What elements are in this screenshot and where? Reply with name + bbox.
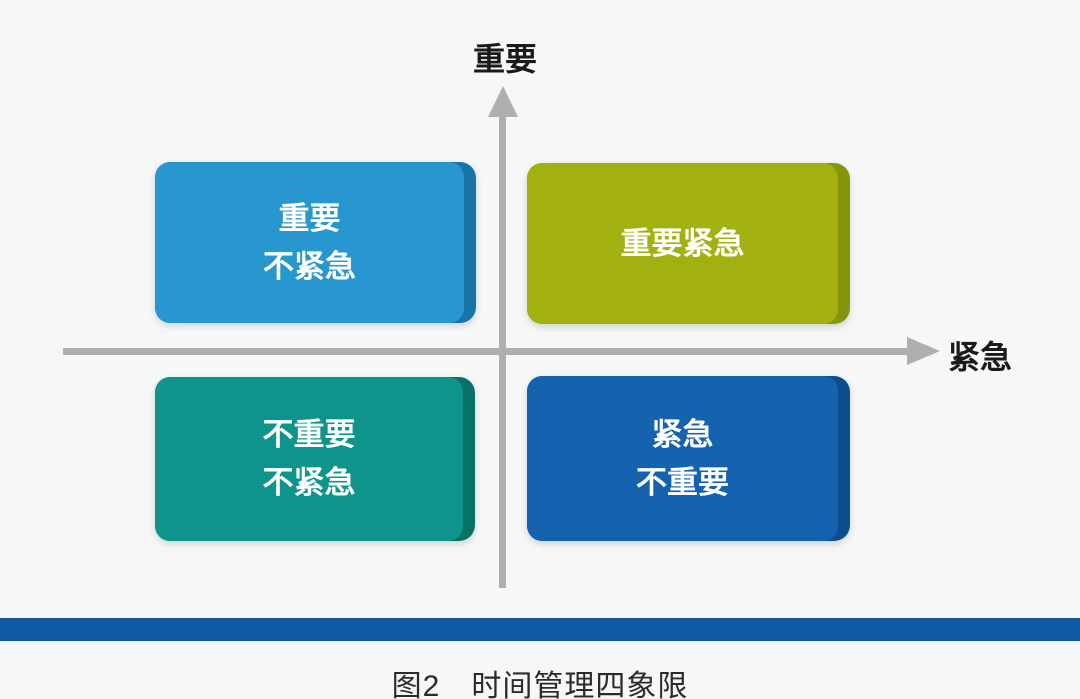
x-axis-line	[63, 348, 910, 355]
quadrant-label-line: 紧急	[651, 416, 714, 452]
quadrant-label-line: 重要	[278, 200, 341, 236]
quadrant-face: 重要 不紧急	[155, 162, 464, 323]
quadrant-important-urgent: 重要紧急	[527, 163, 850, 324]
quadrant-label-line: 重要紧急	[620, 225, 745, 261]
figure-caption: 图2 时间管理四象限	[391, 670, 689, 699]
y-axis-arrow-up-icon	[488, 86, 518, 117]
quadrant-urgent-not-important: 紧急 不重要	[527, 376, 850, 541]
quadrant-label-line: 不重要	[262, 417, 356, 452]
quadrant-label-line: 不重要	[636, 464, 729, 500]
quadrant-not-important-not-urgent: 不重要 不紧急	[155, 377, 475, 541]
y-axis-label: 重要	[472, 41, 537, 77]
quadrant-face: 不重要 不紧急	[155, 377, 463, 541]
footer-divider-bar	[0, 618, 1080, 641]
quadrant-face: 紧急 不重要	[527, 376, 838, 541]
x-axis-label: 紧急	[948, 339, 1013, 375]
x-axis-arrow-right-icon	[907, 337, 940, 365]
quadrant-face: 重要紧急	[527, 163, 838, 324]
quadrant-label-line: 不紧急	[262, 465, 356, 500]
quadrant-label-line: 不紧急	[263, 248, 356, 284]
quadrant-important-not-urgent: 重要 不紧急	[155, 162, 476, 323]
